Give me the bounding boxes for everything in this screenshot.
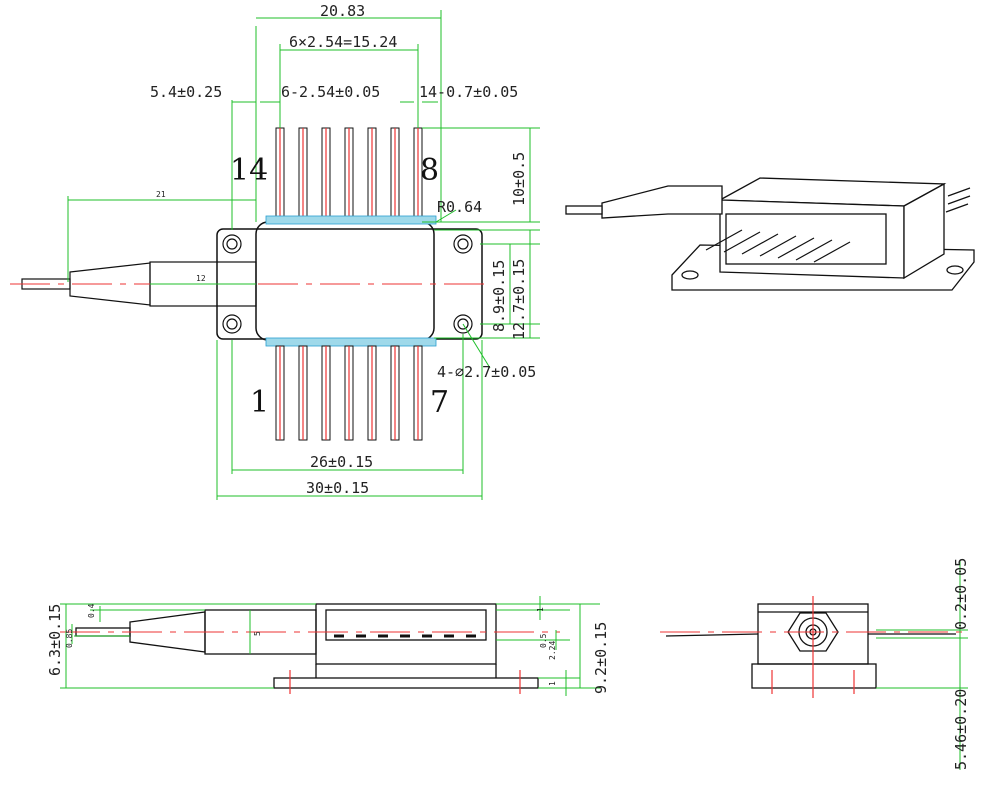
- end-view: 0.2±0.05 5.46±0.20: [660, 558, 970, 770]
- dim-pin-width: 14-0.7±0.05: [419, 83, 518, 101]
- dim-small-d: 1: [536, 607, 545, 612]
- side-window: [325, 609, 487, 641]
- iso-window: [725, 213, 887, 265]
- isometric-view: [565, 177, 975, 291]
- iso-fiber-boot: [601, 185, 723, 219]
- body-outline: [255, 221, 435, 341]
- side-dim-lines: [60, 596, 600, 696]
- side-view: 6.3±0.15 9.2±0.15 0.85 0.4 5 1 0.5 2.24 …: [46, 596, 610, 696]
- dim-flange-offset: 5.4±0.25: [150, 83, 222, 101]
- pin-label-14: 14: [230, 153, 268, 188]
- pin-label-1: 1: [250, 385, 269, 420]
- end-dim-lines: [876, 560, 968, 770]
- side-body: [315, 603, 497, 665]
- top-view: 20.83 6×2.54=15.24 5.4±0.25 6-2.54±0.05 …: [10, 2, 540, 500]
- dim-small-c: 5: [253, 631, 262, 636]
- dim-small-b: 0.4: [87, 603, 96, 618]
- pin-label-7: 7: [430, 385, 449, 420]
- dim-small-e: 0.5: [539, 633, 548, 648]
- dim-pin-thickness: 0.2±0.05: [952, 558, 970, 630]
- dim-overall-pin-span: 20.83: [320, 2, 365, 20]
- dim-flange-length: 30±0.15: [306, 479, 369, 497]
- dim-pitch-total: 6×2.54=15.24: [289, 33, 397, 51]
- dim-small-f: 2.24: [548, 641, 557, 660]
- dim-body-width: 12.7±0.15: [510, 259, 528, 340]
- dim-pin-height: 5.46±0.20: [952, 689, 970, 770]
- pin-label-8: 8: [420, 153, 439, 188]
- dim-hole-spacing: 8.9±0.15: [490, 260, 508, 332]
- dim-fiber-height: 9.2±0.15: [592, 622, 610, 694]
- dim-small-g: 1: [548, 681, 557, 686]
- dim-ferrule-length: 12: [196, 274, 206, 283]
- end-pin-left: [665, 633, 759, 637]
- mounting-holes: [222, 234, 473, 334]
- top-pins: [265, 127, 437, 225]
- dim-pin-pitch: 6-2.54±0.05: [281, 83, 380, 101]
- dim-fiber-length: 21: [156, 190, 166, 199]
- iso-pins: [705, 187, 971, 263]
- dim-hole-pitch: 26±0.15: [310, 453, 373, 471]
- side-base: [273, 677, 539, 689]
- bottom-pins: [265, 337, 437, 441]
- iso-body-side: [903, 182, 945, 280]
- iso-fiber: [565, 205, 603, 215]
- dim-pin-length: 10±0.5: [510, 152, 528, 206]
- end-base: [751, 663, 877, 689]
- dim-small-a: 0.85: [65, 629, 74, 648]
- dim-total-height: 6.3±0.15: [46, 604, 64, 676]
- dim-holes: 4-⌀2.7±0.05: [437, 363, 536, 381]
- top-dim-lines: [67, 10, 540, 500]
- dim-corner-radius: R0.64: [437, 198, 482, 216]
